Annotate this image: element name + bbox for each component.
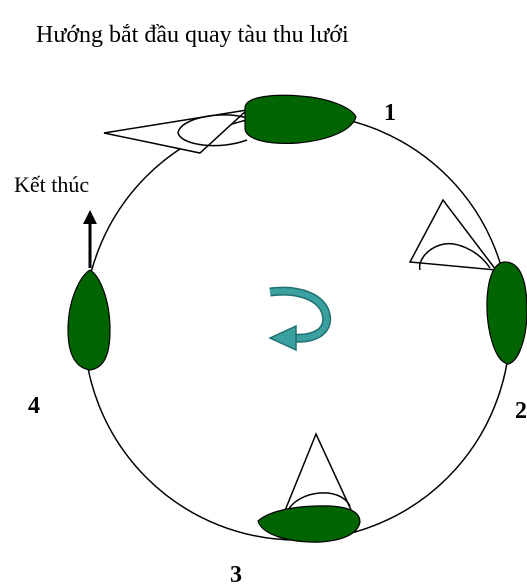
boat-icon [244,94,357,145]
rotation-arrow-icon [268,286,332,352]
position-label-2: 2 [515,398,527,424]
diagram-title: Hướng bắt đầu quay tàu thu lưới [36,22,349,48]
position-label-1: 1 [384,100,396,126]
position-label-3: 3 [230,562,242,584]
boat-icon [257,505,361,543]
rotation-circle [83,113,511,541]
up-arrow-icon [83,210,97,268]
net-icon [103,108,250,154]
position-label-4: 4 [28,393,40,419]
net-icon [408,198,498,271]
end-label: Kết thúc [14,172,89,197]
boat-icon [486,261,527,365]
boat-icon [67,269,111,371]
